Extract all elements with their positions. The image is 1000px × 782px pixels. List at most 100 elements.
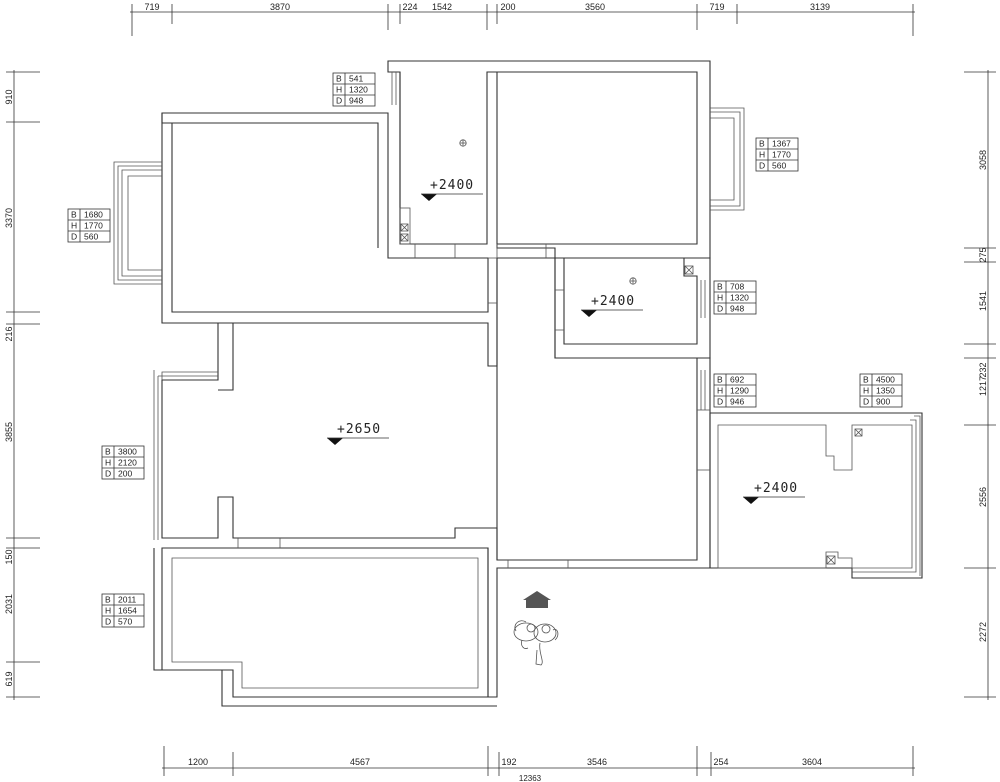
bottom-dim-label: 3604: [802, 757, 822, 767]
right-dim-label: 232: [978, 362, 988, 377]
top-dim-label: 719: [709, 2, 724, 12]
window-value-h: 1770: [772, 150, 791, 160]
top-dim-label: 3560: [585, 2, 605, 12]
window-row-label: B: [717, 375, 723, 385]
walls: [153, 60, 923, 707]
window-row-label: B: [105, 595, 111, 605]
drain-icon: [854, 428, 863, 437]
left-dim-label: 3370: [4, 208, 14, 228]
window-value-b: 1680: [84, 210, 103, 220]
window-row-label: H: [336, 85, 342, 95]
left-dim-label: 619: [4, 671, 14, 686]
window-row-label: H: [105, 458, 111, 468]
left-dimension-chain: 910 3370 216 3855 150 2031 619: [4, 70, 40, 700]
window-row-label: H: [717, 293, 723, 303]
right-dim-label: 2272: [978, 622, 988, 642]
window-row-label: H: [71, 221, 77, 231]
level-label: +2400: [591, 294, 635, 309]
bottom-dim-label: 3546: [587, 757, 607, 767]
level-marker-bath-mid: +2400: [581, 294, 643, 317]
bottom-dimension-chain: 1200 4567 192 3546 254 3604 12363: [162, 746, 915, 782]
window-value-d: 900: [876, 397, 890, 407]
window-value-b: 541: [349, 74, 363, 84]
right-dim-label: 1541: [978, 291, 988, 311]
window-row-label: B: [336, 74, 342, 84]
window-value-b: 1367: [772, 139, 791, 149]
drain-icon: [400, 223, 409, 232]
level-marker-living: +2650: [327, 422, 389, 445]
left-dim-label: 216: [4, 326, 14, 341]
level-marker-right-room: +2400: [743, 481, 805, 504]
right-dimension-chain: 3058 275 1541 232 1217 2556 2272: [964, 70, 996, 700]
windows: [113, 72, 921, 576]
window-value-h: 2120: [118, 458, 137, 468]
window-row-label: D: [759, 161, 765, 171]
window-row-label: D: [105, 469, 111, 479]
window-row-label: D: [105, 617, 111, 627]
window-row-label: H: [759, 150, 765, 160]
window-value-d: 946: [730, 397, 744, 407]
window-value-b: 692: [730, 375, 744, 385]
left-dim-label: 150: [4, 549, 14, 564]
window-row-label: B: [105, 447, 111, 457]
window-row-label: D: [717, 304, 723, 314]
window-row-label: D: [336, 96, 342, 106]
window-value-h: 1290: [730, 386, 749, 396]
right-dim-label: 1217: [978, 376, 988, 396]
house-arrow-icon: [523, 591, 551, 608]
window-value-b: 708: [730, 282, 744, 292]
top-dim-label: 1542: [432, 2, 452, 12]
bath-fixtures: [399, 207, 863, 565]
top-dim-label: 719: [144, 2, 159, 12]
window-row-label: B: [717, 282, 723, 292]
window-value-h: 1770: [84, 221, 103, 231]
bottom-total-label: 12363: [519, 774, 542, 782]
right-dim-label: 275: [978, 247, 988, 262]
flower-compass-icon: [513, 620, 559, 666]
bottom-dim-label: 192: [501, 757, 516, 767]
window-value-b: 4500: [876, 375, 895, 385]
level-label: +2400: [754, 481, 798, 496]
room-top-left: [161, 112, 489, 313]
left-dim-label: 3855: [4, 422, 14, 442]
window-value-d: 948: [730, 304, 744, 314]
room-right: [709, 412, 923, 579]
top-dim-label: 224: [402, 2, 417, 12]
bottom-dim-label: 1200: [188, 757, 208, 767]
window-row-label: B: [863, 375, 869, 385]
top-dimension-chain: 719 3870 224 1542 200 3560 719 3139: [130, 2, 915, 36]
window-row-label: H: [863, 386, 869, 396]
drain-icon: [684, 265, 694, 275]
door-jambs: [237, 244, 710, 568]
window-value-h: 1350: [876, 386, 895, 396]
window-value-h: 1320: [730, 293, 749, 303]
right-dim-label: 2556: [978, 487, 988, 507]
window-value-h: 1320: [349, 85, 368, 95]
left-dim-label: 910: [4, 89, 14, 104]
drain-icon: [826, 555, 836, 565]
window-row-label: D: [863, 397, 869, 407]
drain-icon: [400, 233, 409, 242]
window-row-label: D: [71, 232, 77, 242]
top-dim-label: 200: [500, 2, 515, 12]
level-label: +2650: [337, 422, 381, 437]
top-dim-label: 3870: [270, 2, 290, 12]
window-value-d: 560: [84, 232, 98, 242]
window-row-label: B: [71, 210, 77, 220]
room-bath-top: [387, 60, 711, 259]
bottom-dim-label: 4567: [350, 757, 370, 767]
ceiling-light-icon: [459, 139, 467, 147]
window-value-b: 3800: [118, 447, 137, 457]
top-dim-label: 3139: [810, 2, 830, 12]
window-value-d: 570: [118, 617, 132, 627]
window-value-d: 560: [772, 161, 786, 171]
